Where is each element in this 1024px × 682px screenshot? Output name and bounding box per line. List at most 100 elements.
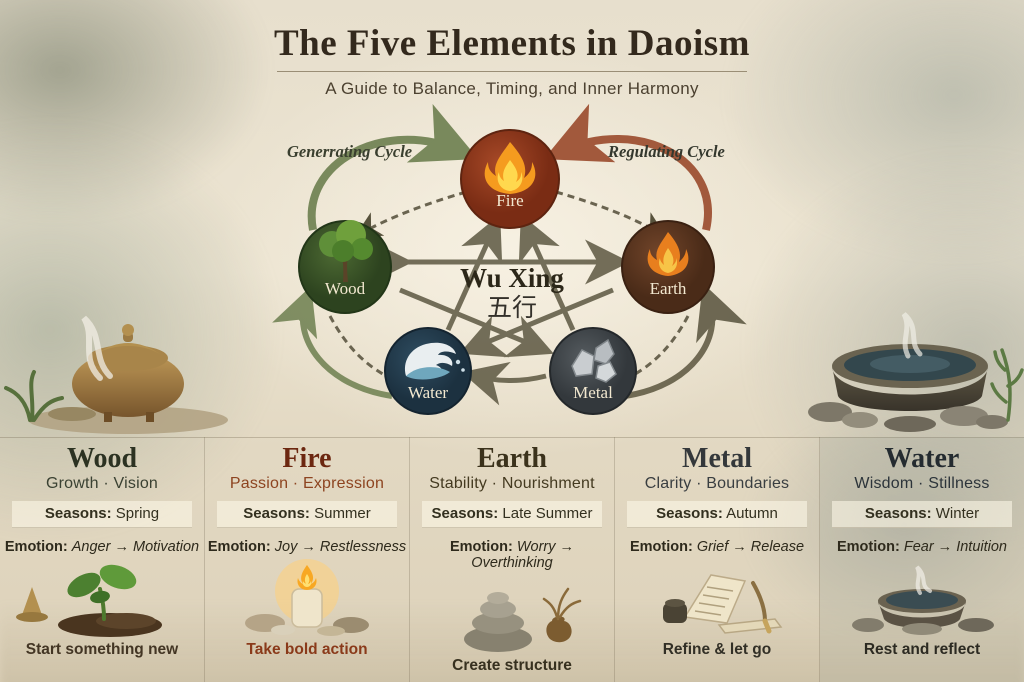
action-label: Refine & let go [662,641,772,659]
arrow-earth-water [459,287,614,358]
steam-icon [915,565,932,596]
title-rule [277,71,747,72]
incense-burner-scene [4,315,228,434]
bowl-body [832,366,988,411]
subtitle: A Guide to Balance, Timing, and Inner Ha… [325,79,699,98]
wood-node: Wood [298,220,392,314]
emotion-row: Emotion: Joy → Restlessness [205,539,409,555]
wood-column: Wood Growth · Vision Seasons: Spring Emo… [0,437,204,682]
element-name: Metal [682,443,752,474]
action-label: Take bold action [246,641,368,659]
cycle-arcs [272,104,747,399]
water-node-label: Water [408,383,448,402]
header: The Five Elements in Daoism A Guide to B… [0,22,1024,99]
fire-column: Fire Passion · Expression Seasons: Summe… [204,437,409,682]
metal-node-label: Metal [573,383,613,402]
emotion-row: Emotion: Anger → Motivation [0,539,204,555]
emotion-value: Fear → Intuition [903,539,1008,556]
water-ripple [870,355,950,373]
season-row: Seasons: Winter [832,501,1012,529]
season-value: Winter [935,505,980,523]
regulating-cycle-label: Regulating Cycle [608,142,725,161]
season-value: Spring [115,505,160,523]
element-traits: Passion · Expression [229,475,385,493]
wu-xing-hanzi: 五行 [487,294,537,322]
emotion-row: Emotion: Grief → Release [615,539,819,555]
season-label: Seasons: [431,505,499,523]
season-row: Seasons: Late Summer [422,501,602,529]
vase-icon [546,616,572,643]
emotion-value: Anger → Motivation [71,539,200,556]
arrow-metal-water [461,361,547,406]
incense-dish [48,407,96,421]
water-bowl-scene [808,312,1024,432]
scroll-icon [663,574,783,635]
emotion-value: Worry → Overthinking [471,539,575,572]
smoke-icon [81,315,113,381]
season-row: Seasons: Autumn [627,501,807,529]
wu-xing-diagram: Wu Xing 五行 Fire Wood [272,104,747,415]
pebbles [808,402,1008,432]
season-value: Autumn [726,505,778,523]
season-row: Seasons: Summer [217,501,397,529]
bell-icon [22,587,42,616]
wood-node-label: Wood [325,279,366,298]
emotion-label: Emotion: [4,539,68,556]
fire-node: Fire [460,129,560,229]
earth-node: Earth [621,220,715,314]
water-column: Water Wisdom · Stillness Seasons: Winter… [819,437,1024,682]
emotion-row: Emotion: Fear → Intuition [820,539,1024,555]
dashed-arc-wood-water [328,315,389,379]
arrow-water-fire [445,214,503,332]
season-value: Late Summer [502,505,593,523]
element-name: Earth [477,443,547,474]
emotion-value: Grief → Release [696,539,805,556]
metal-node: Metal [549,327,637,415]
ink-pot-icon [663,603,687,624]
emotion-row: Emotion: Worry → Overthinking [410,539,614,571]
steam-icon [901,312,923,359]
generating-arc-water-wood [272,285,393,399]
star-arrows [368,214,630,406]
season-row: Seasons: Spring [12,501,192,529]
ember-icon [647,232,689,276]
dashed-arc-earth-metal [629,315,690,379]
action-label: Rest and reflect [863,641,981,659]
season-label: Seasons: [864,505,932,523]
season-label: Seasons: [44,505,112,523]
emotion-label: Emotion: [836,539,900,556]
metal-column: Metal Clarity · Boundaries Seasons: Autu… [614,437,819,682]
regulating-arc-earth-fire [543,104,712,231]
incense-pot-icon [72,324,184,422]
action-label: Create structure [452,657,572,675]
element-traits: Clarity · Boundaries [644,475,790,493]
dashed-arc-fire-wood [354,190,467,238]
emotion-label: Emotion: [449,539,513,556]
element-traits: Wisdom · Stillness [854,475,990,493]
season-label: Seasons: [243,505,310,523]
emotion-label: Emotion: [629,539,693,556]
earth-node-label: Earth [650,279,687,298]
page-title: The Five Elements in Daoism [274,23,750,64]
dashed-arc-fire-earth [555,190,667,238]
stacked-stones-icon [464,588,582,653]
flame-icon [484,142,536,194]
element-name: Water [884,443,960,474]
wave-icon [404,342,465,380]
wu-xing-title: Wu Xing [460,263,564,293]
action-label: Start something new [25,641,179,659]
season-value: Summer [314,505,371,523]
brush-icon [751,581,767,624]
generating-cycle-label: Generrating Cycle [287,142,413,161]
element-traits: Stability · Nourishment [429,475,595,493]
plant-icon [4,370,64,422]
tree-icon [319,220,373,282]
element-name: Fire [282,443,332,474]
water-node: Water [384,327,472,415]
generating-arc-wood-fire [307,104,479,231]
fern-icon [990,348,1024,422]
arc-metal-earth [624,283,747,399]
emotion-value: Joy → Restlessness [274,539,407,556]
element-name: Wood [66,443,138,474]
